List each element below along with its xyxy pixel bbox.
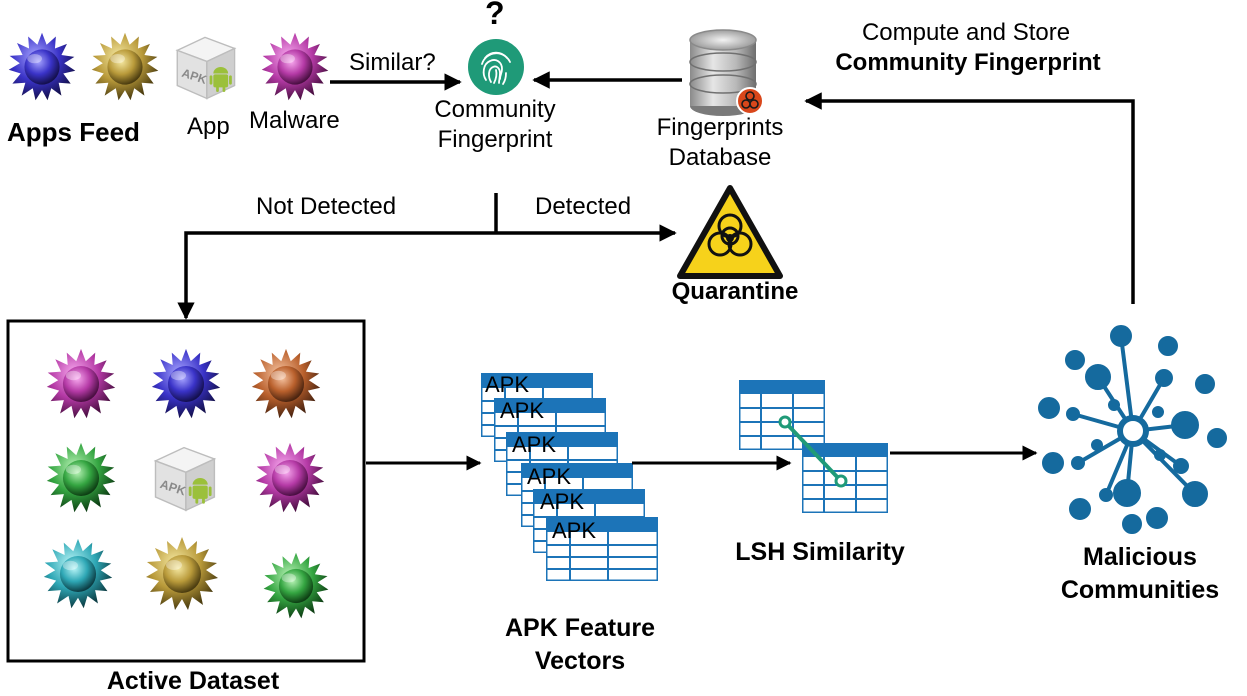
apk-card: APK — [494, 398, 606, 462]
fingerprint-icon — [468, 39, 524, 95]
database-icon — [689, 29, 764, 116]
community-fingerprint-line2: Fingerprint — [437, 126, 553, 153]
compute-store-line2: Community Fingerprint — [835, 49, 1101, 76]
apk-card: APK — [481, 372, 593, 437]
malware-magenta-icon — [261, 32, 329, 101]
compute-store-line1: Compute and Store — [861, 19, 1071, 46]
malware-blue-icon — [8, 32, 76, 101]
detection-split-arrows — [177, 193, 677, 320]
malicious-communities-line2: Communities — [1060, 576, 1220, 604]
apk-app-icon — [176, 36, 236, 100]
app-label: App — [187, 113, 230, 140]
dataset-malware-green2-icon — [263, 552, 329, 619]
apk-feature-vectors-line1: APK Feature — [504, 614, 656, 642]
malware-label: Malware — [249, 107, 340, 134]
lsh-similarity-label: LSH Similarity — [735, 538, 905, 566]
dataset-malware-teal-icon — [43, 538, 113, 609]
apk-card-label: APK — [485, 372, 529, 397]
dataset-malware-green-icon — [46, 442, 116, 513]
network-icon — [1038, 325, 1227, 534]
not-detected-label: Not Detected — [256, 193, 397, 220]
database-label-line1: Fingerprints — [656, 114, 784, 141]
apk-feature-vectors-line2: Vectors — [534, 647, 626, 675]
dataset-apk-app-icon — [154, 446, 216, 512]
apk-card: APK — [533, 489, 645, 553]
apk-feature-vectors-stack: APK APK APK APK APK APK — [481, 372, 658, 581]
dataset-malware-gold-icon — [146, 537, 218, 610]
detected-label: Detected — [535, 193, 632, 220]
not-detected-arrow — [177, 231, 496, 320]
quarantine-label: Quarantine — [671, 278, 799, 305]
malicious-communities-line1: Malicious — [1083, 543, 1197, 571]
apk-card-label: APK — [552, 518, 596, 543]
apk-card: APK — [506, 432, 618, 496]
apk-card-label: APK — [527, 464, 571, 489]
dataset-malware-blue-icon — [151, 348, 221, 419]
dataset-malware-magenta-icon — [46, 348, 116, 419]
active-dataset-label: Active Dataset — [106, 667, 280, 695]
store-fingerprint-arrow — [804, 92, 1135, 304]
lsh-similarity-icon — [739, 380, 888, 513]
dataset-malware-magenta2-icon — [255, 442, 325, 513]
apk-card-label: APK — [512, 432, 556, 457]
apk-card: APK — [546, 517, 658, 581]
dataset-malware-orange-icon — [251, 348, 321, 419]
biohazard-icon — [677, 185, 783, 279]
apk-card-label: APK — [500, 398, 544, 423]
malware-gold-icon — [91, 32, 159, 101]
database-label-line2: Database — [668, 144, 772, 171]
question-mark: ? — [485, 0, 505, 31]
apps-feed-group — [8, 32, 329, 101]
active-dataset-grid — [43, 348, 329, 619]
similar-label: Similar? — [349, 49, 436, 76]
apps-feed-label: Apps Feed — [7, 117, 140, 147]
apk-card: APK — [521, 463, 633, 527]
community-fingerprint-line1: Community — [434, 96, 556, 123]
active-dataset-box — [6, 319, 366, 663]
apk-card-label: APK — [540, 489, 584, 514]
